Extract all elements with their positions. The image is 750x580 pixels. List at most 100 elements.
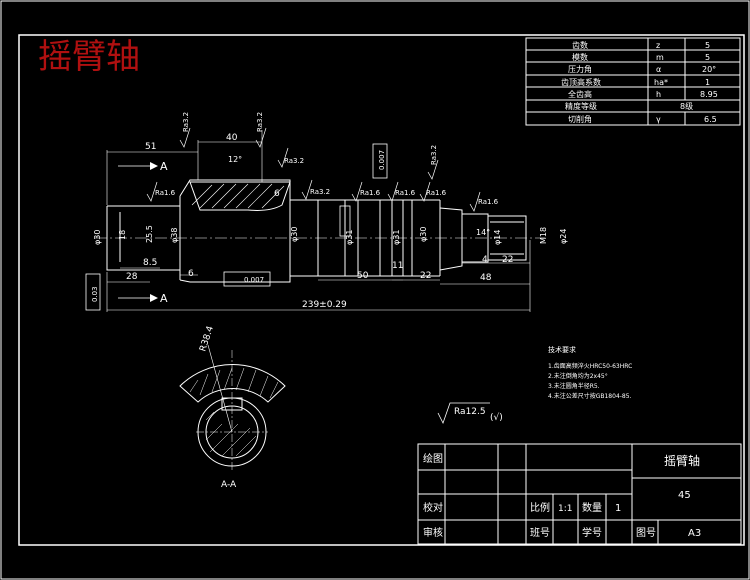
roughness-ra16d: Ra1.6: [426, 189, 447, 197]
tolerance-t2: 0.007: [244, 276, 264, 284]
tech-req-item: 4.未注公差尺寸按GB1804-85.: [548, 392, 632, 400]
hatch-pattern: [191, 183, 285, 209]
roughness-ra32b: Ra3.2: [256, 112, 264, 132]
roughness-marks: Ra3.2 Ra3.2 Ra3.2 Ra3.2 Ra1.6 Ra1.6 Ra1.…: [155, 112, 499, 206]
inner-frame: [18, 34, 745, 546]
dim-48: 48: [480, 273, 492, 283]
tb-review: 审核: [423, 526, 443, 539]
dim-51: 51: [145, 142, 156, 152]
gear-parameter-table: [525, 37, 741, 126]
dia-30b: φ30: [290, 227, 299, 242]
tb-checked: 校对: [423, 501, 443, 514]
tech-req-item: 2.未注倒角均为2x45°: [548, 372, 608, 380]
shaft-main-view: [95, 179, 545, 283]
tb-drawn: 绘图: [423, 452, 443, 465]
dim-11: 11: [392, 261, 403, 271]
gear-row-label: 切削角: [568, 114, 592, 124]
roughness-ra16a: Ra1.6: [155, 189, 176, 197]
gear-row-symbol: z: [656, 41, 660, 50]
dim-40: 40: [226, 133, 238, 143]
dia-18: 18: [118, 230, 127, 240]
tb-qty-value: 1: [615, 503, 621, 514]
tb-size: A3: [688, 528, 701, 539]
section-label-bottom: A: [160, 292, 168, 305]
dim-total: 239±0.29: [302, 300, 347, 310]
dim-4: 4: [482, 255, 488, 265]
general-roughness: Ra12.5: [454, 407, 486, 417]
title-block: [417, 443, 742, 545]
dia-31b: φ31: [392, 230, 401, 245]
tb-drawing-label: 图号: [636, 527, 656, 539]
diameter-labels: φ30 18 25.5 φ38 φ30 φ31 φ31 φ30 φ14 M18 …: [93, 225, 568, 245]
dia-25-5: 25.5: [145, 225, 154, 243]
general-roughness-note: (√): [490, 412, 503, 423]
gear-row-label: 齿数: [572, 40, 588, 50]
dia-31a: φ31: [345, 230, 354, 245]
section-label-top: A: [160, 160, 168, 173]
tolerance-t1: 0.03: [91, 286, 99, 302]
roughness-ra32c: Ra3.2: [284, 157, 304, 165]
roughness-symbols: [146, 127, 481, 212]
gear-row-symbol: γ: [656, 115, 661, 124]
gear-row-symbol: α: [656, 65, 661, 74]
dim-22b: 22: [502, 255, 513, 265]
roughness-ra32e: Ra3.2: [430, 145, 438, 165]
tolerance-text: 0.03 0.007 0.007: [91, 150, 386, 302]
gear-row-value: 6.5: [704, 115, 717, 124]
tolerance-frames: [85, 143, 388, 311]
tb-scale-value: 1:1: [558, 504, 572, 514]
general-roughness-symbol: [437, 402, 490, 425]
gear-row-symbol: ha*: [654, 78, 668, 87]
gear-row-symbol: h: [656, 90, 661, 99]
tb-material: 45: [678, 490, 691, 501]
roughness-ra32d: Ra3.2: [310, 188, 330, 196]
dim-6a: 6: [188, 269, 194, 279]
dim-22a: 22: [420, 271, 431, 281]
gear-row-symbol: m: [656, 53, 664, 62]
tb-class-label: 班号: [530, 527, 550, 539]
dim-12: 12°: [228, 155, 242, 164]
dimension-text: 51 40 50 11 22 48 4 22 28 8.5 6 6 239±0.…: [126, 133, 513, 310]
drawing-title: 摇臂轴: [38, 37, 140, 77]
gear-row-value: 8.95: [700, 90, 718, 99]
gear-row-label: 精度等级: [565, 101, 597, 111]
dim-50: 50: [357, 271, 369, 281]
gear-row-label: 全齿高: [568, 89, 592, 99]
dia-m18: M18: [539, 227, 548, 244]
title-block-text: 绘图 校对 审核 摇臂轴 45 比例 1:1 数量 1 班号 学号 图号 A3: [423, 452, 701, 539]
tolerance-t3: 0.007: [378, 150, 386, 170]
tech-req-item: 3.未注圆角半径R5.: [548, 382, 600, 390]
gear-row-label: 齿顶高系数: [561, 77, 601, 87]
dia-30a: φ30: [93, 230, 102, 245]
dim-8-5: 8.5: [143, 258, 157, 268]
dimension-lines: [106, 130, 531, 312]
tb-part-name: 摇臂轴: [664, 453, 700, 468]
gear-row-value: 1: [705, 78, 710, 87]
section-view-label: A-A: [221, 480, 237, 490]
section-view: [179, 344, 286, 470]
tb-qty-label: 数量: [582, 501, 602, 514]
roughness-ra32a: Ra3.2: [182, 112, 190, 132]
dia-24: φ24: [559, 229, 568, 244]
dia-30c: φ30: [419, 227, 428, 242]
gear-table-text: 齿数 z 5 模数 m 5 压力角 α 20° 齿顶高系数 ha* 1 全齿高 …: [561, 40, 718, 124]
tech-req-heading: 技术要求: [548, 345, 576, 354]
roughness-ra16c: Ra1.6: [395, 189, 416, 197]
gear-row-value: 8级: [680, 101, 693, 111]
dim-14: 14°: [476, 228, 490, 237]
roughness-ra16e: Ra1.6: [478, 198, 499, 206]
gear-row-value: 5: [705, 41, 710, 50]
dim-28: 28: [126, 272, 138, 282]
roughness-ra16b: Ra1.6: [360, 189, 381, 197]
dia-14: φ14: [493, 230, 502, 245]
gear-row-label: 压力角: [568, 64, 592, 74]
tb-student-label: 学号: [582, 526, 602, 539]
tb-scale-label: 比例: [530, 501, 550, 514]
section-markers: A A: [118, 160, 168, 305]
section-hatch: [189, 367, 279, 457]
gear-row-value: 5: [705, 53, 710, 62]
gear-row-label: 模数: [572, 52, 588, 62]
radius-label: R38.4: [198, 325, 216, 353]
